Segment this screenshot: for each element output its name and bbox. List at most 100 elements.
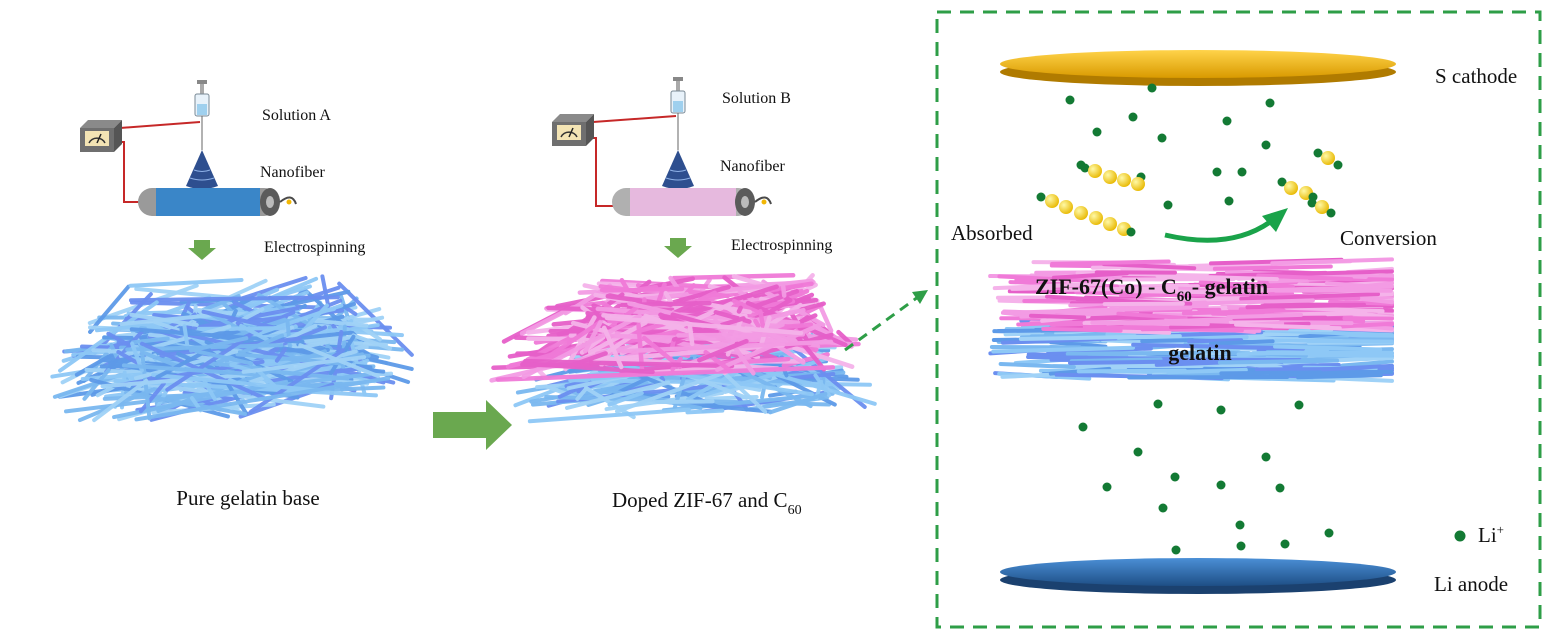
left-power-supply-icon [80, 120, 122, 152]
fiber [165, 334, 252, 392]
sulfur-atom [1088, 164, 1102, 178]
lithium-ion [1065, 95, 1075, 105]
fiber [88, 284, 131, 334]
fiber [298, 343, 380, 379]
separator-fiber [1115, 288, 1234, 295]
separator-fiber [1127, 374, 1290, 380]
separator-fiber [1340, 359, 1394, 368]
lithium-ion [1265, 98, 1275, 108]
left-caption: Pure gelatin base [176, 486, 319, 510]
fiber [241, 355, 367, 374]
sulfur-atom [1321, 151, 1335, 165]
process-arrow-icon [433, 400, 512, 450]
lithium-ion [1092, 127, 1102, 137]
left-wire-bottom [120, 141, 140, 203]
separator-fiber [1273, 344, 1383, 352]
chain-end-ion [1126, 227, 1136, 237]
fiber [520, 362, 592, 368]
lithium-ion [1078, 422, 1088, 432]
fiber [676, 332, 806, 338]
lithium-ion [1171, 545, 1181, 555]
lithium-ion [1170, 472, 1180, 482]
separator-fiber [998, 361, 1076, 370]
sulfur-atom [1089, 211, 1103, 225]
fiber [523, 358, 735, 369]
fiber [121, 363, 259, 377]
separator-fiber [1198, 280, 1295, 289]
fiber [582, 320, 603, 354]
fiber [607, 391, 644, 407]
middle-collector-drum [612, 188, 772, 216]
fiber [274, 347, 287, 363]
lithium-ion [1216, 480, 1226, 490]
separator-fiber [1269, 372, 1350, 378]
middle-caption-main: Doped ZIF-67 and C [612, 488, 788, 512]
fiber [601, 325, 624, 370]
separator-fiber [1013, 305, 1193, 315]
fiber [128, 295, 340, 303]
fiber [604, 315, 804, 336]
bottom-layer-label: gelatin [1168, 340, 1232, 365]
separator-fiber [1181, 308, 1286, 316]
fiber [495, 365, 836, 382]
fiber [687, 324, 695, 347]
top-layer-rest: - gelatin [1192, 274, 1268, 299]
sulfur-atom [1131, 177, 1145, 191]
fiber [566, 351, 608, 369]
lithium-ion [1235, 520, 1245, 530]
sulfur-atom [1103, 170, 1117, 184]
absorbed-label: Absorbed [951, 221, 1033, 245]
separator-fiber [1101, 262, 1197, 271]
fiber [138, 381, 166, 414]
lithium-ion [1324, 528, 1334, 538]
sulfur-atom [1045, 194, 1059, 208]
fiber [753, 318, 761, 329]
fiber [781, 284, 787, 298]
left-taylor-cone-icon [186, 150, 218, 189]
conversion-label: Conversion [1340, 226, 1437, 250]
polysulfide-chains [1036, 148, 1343, 237]
lithium-ion [1133, 447, 1143, 457]
middle-solution-label: Solution B [722, 90, 791, 107]
fiber [92, 378, 149, 423]
sulfur-atom [1103, 217, 1117, 231]
chain-end-ion [1036, 192, 1046, 202]
separator-fiber [1082, 324, 1244, 333]
fiber [513, 380, 576, 408]
lithium-ion [1280, 539, 1290, 549]
separator-fiber [1234, 322, 1342, 331]
separator-fiber [1256, 273, 1354, 282]
chain-end-ion [1277, 177, 1287, 187]
conversion-arrow [1164, 219, 1272, 243]
middle-wire-top [592, 115, 677, 123]
fiber [768, 391, 828, 415]
fiber [527, 407, 691, 424]
chain-end-ion [1307, 198, 1317, 208]
li-anode-disk [1000, 558, 1396, 594]
zoom-dashed-line [844, 295, 919, 352]
separator-fiber [1187, 338, 1244, 344]
lithium-ion [1147, 83, 1157, 93]
cathode-label: S cathode [1435, 64, 1517, 88]
top-layer-sub: 60 [1177, 289, 1192, 305]
legend-label: Li+ [1478, 522, 1504, 547]
separator-fiber [1185, 298, 1315, 306]
lithium-ion [1212, 167, 1222, 177]
fiber [155, 347, 211, 380]
top-layer-label: ZIF-67(Co) - C60- gelatin [1035, 274, 1268, 305]
middle-wire-bottom [593, 137, 614, 207]
lithium-ion [1157, 133, 1167, 143]
separator-fiber [1105, 316, 1237, 326]
battery-panel-border [935, 10, 1542, 629]
middle-electrospinning-setup [552, 77, 772, 216]
fiber [182, 324, 190, 349]
lithium-ion [1261, 452, 1271, 462]
separator-fiber [997, 274, 1105, 284]
chain-end-ion [1080, 163, 1090, 173]
legend-ion-icon [1454, 530, 1466, 542]
fiber [100, 372, 254, 389]
fiber [196, 326, 286, 331]
separator-fiber [1116, 311, 1188, 321]
separator-fiber [991, 345, 1136, 354]
s-cathode-disk [1000, 50, 1396, 86]
